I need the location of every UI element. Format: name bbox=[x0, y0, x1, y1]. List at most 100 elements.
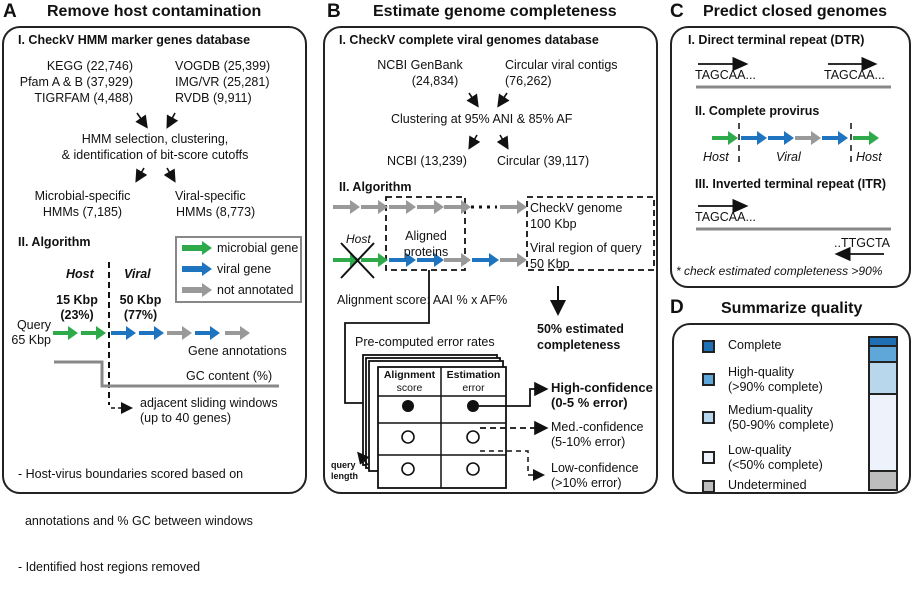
legend-label: Undetermined bbox=[728, 478, 807, 493]
gene-arrow bbox=[417, 253, 444, 267]
gene-arrow bbox=[472, 253, 499, 267]
legend-unannotated-label: not annotated bbox=[217, 283, 294, 297]
high-confidence-title: High-confidence bbox=[551, 380, 653, 395]
query-region-label: Viral region of query 50 Kbp bbox=[530, 240, 642, 272]
score-dot-filled bbox=[402, 400, 414, 412]
gene-arrow bbox=[444, 253, 471, 267]
arrow-db-left bbox=[135, 112, 148, 129]
stacked-bar-segment bbox=[870, 347, 896, 364]
panel-a-title: Remove host contamination bbox=[47, 3, 262, 20]
src-genbank-name: NCBI GenBank bbox=[377, 58, 463, 72]
panel-b-letter: B bbox=[327, 1, 341, 22]
gene-arrow bbox=[768, 131, 794, 145]
panel-b-db-arrows bbox=[466, 92, 510, 150]
legend-swatch bbox=[702, 373, 715, 386]
query-length-line2: length bbox=[331, 471, 358, 481]
quality-stacked-bar bbox=[868, 336, 898, 491]
arrow-circular-out bbox=[496, 134, 509, 150]
gene-annotations-label: Gene annotations bbox=[188, 344, 287, 358]
gene-arrow bbox=[500, 253, 527, 267]
legend-swatch bbox=[702, 340, 715, 353]
legend-label-line: (<50% complete) bbox=[728, 458, 823, 472]
gene-arrow bbox=[139, 326, 164, 340]
aligned-proteins-label: Aligned proteins bbox=[392, 228, 460, 260]
provirus-genes bbox=[712, 131, 879, 145]
query-length-label: query length bbox=[331, 460, 358, 482]
src-genbank-count: (24,834) bbox=[411, 74, 459, 88]
legend-label: Medium-quality(50-90% complete) bbox=[728, 403, 834, 433]
panel-c-graphic bbox=[696, 56, 891, 262]
db-pfam: Pfam A & B (37,929) bbox=[19, 75, 133, 89]
legend-label: High-quality(>90% complete) bbox=[728, 365, 823, 395]
panel-a-section2: II. Algorithm bbox=[18, 235, 91, 249]
stacked-bar-segment bbox=[870, 395, 896, 472]
legend-swatch bbox=[702, 451, 715, 464]
note-line3: - Identified host regions removed bbox=[18, 560, 201, 574]
header-error-line1: Estimation bbox=[446, 369, 501, 381]
gene-arrow bbox=[822, 131, 848, 145]
panel-a-arrows bbox=[135, 112, 179, 183]
panel-c-letter: C bbox=[670, 1, 684, 22]
panel-c-footnote: * check estimated completeness >90% bbox=[676, 264, 883, 278]
gene-arrow bbox=[361, 253, 388, 267]
provirus-title: II. Complete provirus bbox=[695, 104, 820, 118]
provirus-host-left: Host bbox=[703, 150, 729, 164]
note-line1: - Host-virus boundaries scored based on bbox=[18, 467, 244, 481]
dtr-seq-right: TAGCAA... bbox=[824, 68, 885, 82]
error-dot-filled bbox=[467, 400, 479, 412]
ncbi-clusters: NCBI (13,239) bbox=[387, 154, 467, 168]
hmm-step-line1: HMM selection, clustering, bbox=[81, 132, 229, 146]
legend-label: Complete bbox=[728, 338, 782, 353]
med-confidence-detail: (5-10% error) bbox=[551, 435, 626, 449]
legend-swatch bbox=[702, 411, 715, 424]
estimate-line2: completeness bbox=[537, 338, 621, 352]
header-score-line1: Alignment bbox=[383, 369, 436, 381]
panel-b-section1: I. CheckV complete viral genomes databas… bbox=[339, 33, 599, 47]
gene-arrow bbox=[853, 131, 879, 145]
legend-label-line: (>90% complete) bbox=[728, 380, 823, 394]
score-dot-empty bbox=[401, 430, 415, 444]
ref-genome-size: 100 Kbp bbox=[530, 217, 577, 231]
legend-label-line: (50-90% complete) bbox=[728, 418, 834, 432]
panel-a-letter: A bbox=[3, 1, 17, 22]
sliding-windows-line2: (up to 40 genes) bbox=[140, 411, 232, 425]
dtr-title: I. Direct terminal repeat (DTR) bbox=[688, 33, 865, 47]
query-region-size: 50 Kbp bbox=[530, 257, 570, 271]
ref-genome-label: CheckV genome 100 Kbp bbox=[530, 200, 622, 232]
note-line2: annotations and % GC between windows bbox=[18, 513, 253, 528]
panel-b-title: Estimate genome completeness bbox=[373, 3, 617, 20]
score-dot-empty bbox=[401, 462, 415, 476]
itr-title: III. Inverted terminal repeat (ITR) bbox=[695, 177, 887, 191]
arrow-genbank bbox=[466, 92, 479, 108]
microbial-hmms-line1: Microbial-specific bbox=[34, 189, 131, 203]
query-length-arrow bbox=[357, 451, 370, 466]
host-b-label: Host bbox=[346, 232, 371, 246]
panel-d-title: Summarize quality bbox=[721, 300, 863, 317]
circular-clusters: Circular (39,117) bbox=[497, 154, 590, 168]
gene-arrow bbox=[195, 326, 220, 340]
gene-arrow bbox=[500, 200, 527, 214]
query-genes bbox=[53, 326, 250, 340]
panel-a-box bbox=[2, 26, 307, 494]
arrow-circular bbox=[497, 92, 510, 108]
table-header-error: Estimation error bbox=[442, 369, 505, 395]
viral-hmms-line2: HMMs (8,773) bbox=[176, 205, 256, 219]
gene-arrow bbox=[225, 326, 250, 340]
table-header-score: Alignment score bbox=[379, 369, 440, 395]
query-region-name: Viral region of query bbox=[530, 241, 642, 255]
viral-hmms-line1: Viral-specific bbox=[175, 189, 246, 203]
aligned-line1: Aligned bbox=[405, 229, 447, 243]
gene-arrow bbox=[111, 326, 136, 340]
legend-label-line: Medium-quality bbox=[728, 403, 813, 417]
high-confidence-detail: (0-5 % error) bbox=[551, 395, 628, 410]
ref-genome-name: CheckV genome bbox=[530, 201, 623, 215]
legend-label: Low-quality(<50% complete) bbox=[728, 443, 823, 473]
stacked-bar-segment bbox=[870, 338, 896, 348]
header-score-line2: score bbox=[396, 382, 423, 394]
alignment-score-label: Alignment score: AAI % x AF% bbox=[337, 293, 508, 307]
low-confidence-detail: (>10% error) bbox=[551, 476, 622, 490]
microbial-hmms: Microbial-specific HMMs (7,185) bbox=[25, 188, 140, 220]
algorithm-b-graphic bbox=[333, 196, 655, 489]
hmm-selection-step: HMM selection, clustering, & identificat… bbox=[40, 131, 270, 163]
gene-arrow bbox=[361, 200, 388, 214]
